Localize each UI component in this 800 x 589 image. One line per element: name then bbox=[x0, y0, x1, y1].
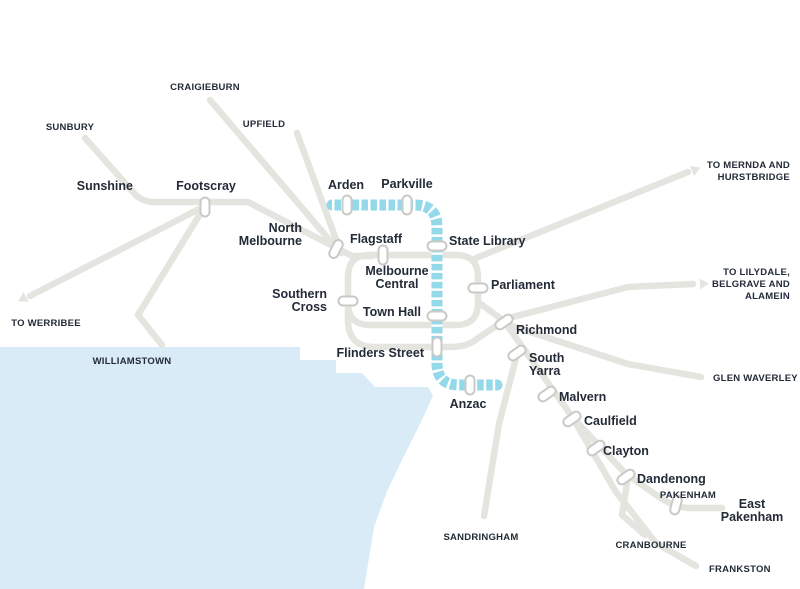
rail-city-loop bbox=[344, 251, 482, 329]
station-marker-south-yarra bbox=[507, 344, 527, 362]
station-marker-north-melbourne bbox=[328, 239, 344, 259]
station-marker-dandenong bbox=[616, 468, 636, 486]
station-label-flinders-street: Flinders Street bbox=[336, 346, 424, 360]
station-marker-southern-cross bbox=[337, 295, 359, 307]
station-label-southern-cross-line1: Southern bbox=[272, 287, 327, 301]
station-label-to-lilydale-line3: ALAMEIN bbox=[745, 291, 790, 302]
station-marker-flagstaff bbox=[377, 244, 389, 266]
station-label-clayton: Clayton bbox=[603, 444, 649, 458]
rail-line-sandringham bbox=[480, 350, 521, 520]
station-marker-state-library bbox=[426, 240, 448, 252]
rail-richmond-connector bbox=[474, 298, 508, 325]
rail-line-craigieburn bbox=[206, 96, 342, 254]
station-marker-pakenham bbox=[669, 494, 683, 516]
station-label-town-hall: Town Hall bbox=[363, 305, 421, 319]
station-label-anzac: Anzac bbox=[450, 397, 487, 411]
rail-line-frankston bbox=[570, 416, 700, 570]
station-label-caulfield: Caulfield bbox=[584, 414, 637, 428]
station-label-north-melbourne-line1: North bbox=[269, 221, 302, 235]
station-label-to-lilydale-line1: TO LILYDALE, bbox=[723, 267, 790, 278]
station-label-richmond: Richmond bbox=[516, 323, 577, 337]
station-label-sunshine: Sunshine bbox=[77, 179, 133, 193]
station-label-state-library: State Library bbox=[449, 234, 525, 248]
station-marker-footscray bbox=[199, 196, 211, 218]
station-label-williamstown: WILLIAMSTOWN bbox=[93, 356, 172, 367]
rail-line-glen-waverley bbox=[502, 320, 705, 381]
station-marker-richmond bbox=[494, 313, 514, 331]
station-marker-anzac bbox=[464, 374, 476, 396]
station-label-glen-waverley: GLEN WAVERLEY bbox=[713, 373, 798, 384]
rail-line-mernda-hurstbridge bbox=[472, 168, 692, 262]
station-label-to-werribee: TO WERRIBEE bbox=[11, 318, 81, 329]
station-label-cranbourne: CRANBOURNE bbox=[615, 540, 686, 551]
station-label-dandenong: Dandenong bbox=[637, 472, 706, 486]
rail-line-sunbury bbox=[81, 134, 376, 260]
station-marker-parkville bbox=[401, 194, 413, 216]
station-marker-parliament bbox=[467, 282, 489, 294]
werribee-arrow-icon bbox=[17, 292, 29, 302]
station-label-to-lilydale-line2: BELGRAVE AND bbox=[712, 279, 790, 290]
rail-line-upfield bbox=[293, 129, 345, 257]
station-label-upfield: UPFIELD bbox=[243, 119, 285, 130]
station-label-pakenham: PAKENHAM bbox=[660, 490, 716, 501]
station-label-south-yarra-line1: South bbox=[529, 351, 564, 365]
station-label-arden: Arden bbox=[328, 178, 364, 192]
rail-line-lilydale bbox=[501, 280, 697, 323]
station-marker-clayton bbox=[586, 439, 606, 457]
water-bay-shape bbox=[0, 347, 433, 589]
station-label-parkville: Parkville bbox=[381, 177, 432, 191]
station-label-malvern: Malvern bbox=[559, 390, 606, 404]
rail-line-werribee bbox=[26, 202, 209, 300]
station-label-melbourne-central-line2: Central bbox=[375, 277, 418, 291]
station-marker-flinders-street bbox=[431, 336, 443, 358]
station-marker-malvern bbox=[537, 385, 557, 403]
station-label-east-pakenham-line1: East bbox=[739, 497, 766, 511]
station-label-frankston: FRANKSTON bbox=[709, 564, 771, 575]
metro-tunnel-ticks bbox=[332, 199, 497, 391]
station-label-to-mernda-line1: TO MERNDA AND bbox=[707, 160, 790, 171]
station-label-south-yarra-line2: Yarra bbox=[529, 364, 561, 378]
station-marker-arden bbox=[341, 194, 353, 216]
station-label-craigieburn: CRAIGIEBURN bbox=[170, 82, 240, 93]
station-label-sunbury: SUNBURY bbox=[46, 122, 95, 133]
station-label-east-pakenham-line2: Pakenham bbox=[721, 510, 784, 524]
rail-flinders-street-link bbox=[344, 296, 508, 351]
station-marker-caulfield bbox=[562, 410, 582, 428]
station-label-southern-cross-line2: Cross bbox=[292, 300, 327, 314]
rail-line-williamstown bbox=[134, 202, 209, 349]
station-label-north-melbourne-line2: Melbourne bbox=[239, 234, 302, 248]
station-label-parliament: Parliament bbox=[491, 278, 556, 292]
station-label-melbourne-central-line1: Melbourne bbox=[365, 264, 428, 278]
station-label-sandringham: SANDRINGHAM bbox=[443, 532, 518, 543]
rail-line-cranbourne bbox=[618, 473, 649, 539]
station-label-footscray: Footscray bbox=[176, 179, 236, 193]
station-label-flagstaff: Flagstaff bbox=[350, 232, 403, 246]
mernda-arrow-icon bbox=[689, 165, 701, 177]
lilydale-arrow-icon bbox=[699, 278, 709, 290]
station-label-to-mernda-line2: HURSTBRIDGE bbox=[718, 172, 790, 183]
station-marker-town-hall bbox=[426, 310, 448, 322]
